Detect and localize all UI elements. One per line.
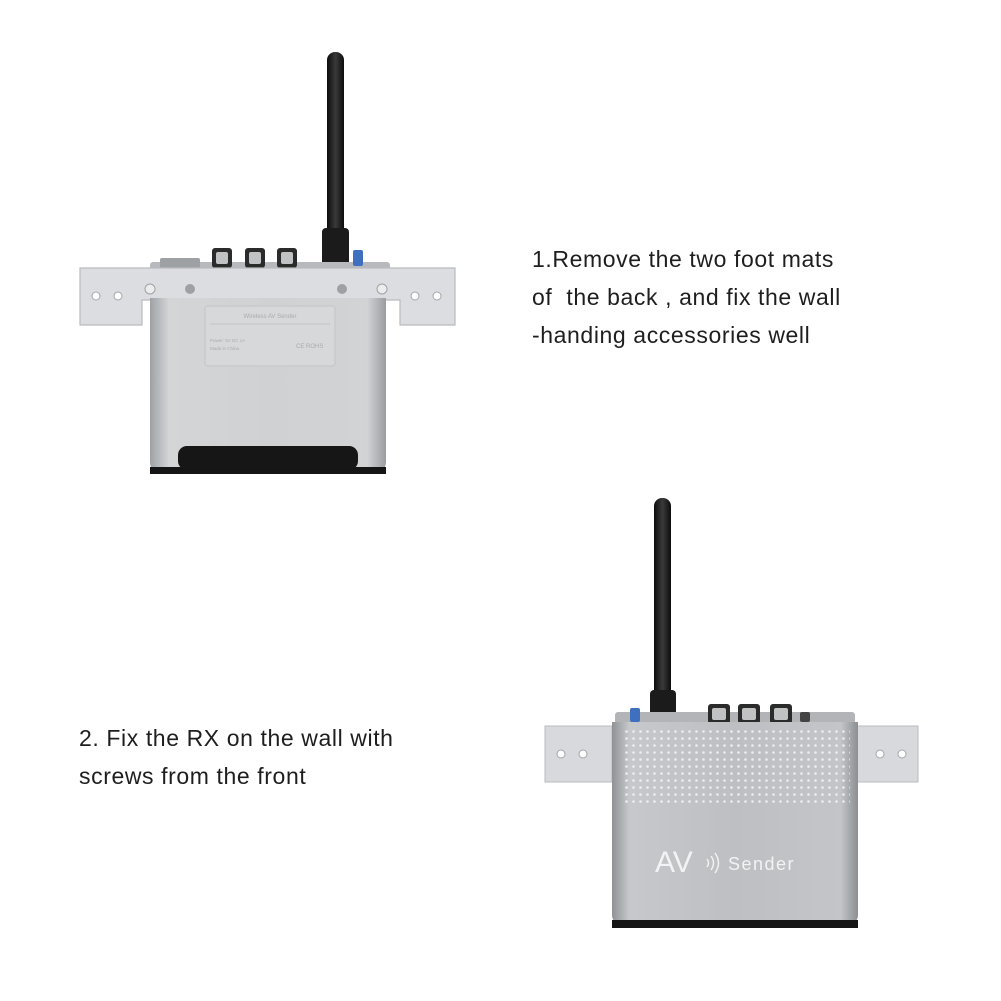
rca-connectors — [615, 704, 855, 724]
brand-av: AV — [655, 846, 693, 879]
label-marks: CE ROHS — [296, 344, 323, 350]
wall-bracket — [79, 267, 456, 326]
front-view-device-illustration: AV Sender — [544, 498, 919, 928]
label-title: Wireless AV Sender — [244, 314, 297, 320]
step-2-line-2: screws from the front — [79, 763, 307, 789]
step-1-instruction: 1.Remove the two foot mats of the back ,… — [532, 240, 841, 354]
antenna — [322, 52, 349, 270]
step-1-line-1: 1.Remove the two foot mats — [532, 246, 834, 272]
step-1-line-3: -handing accessories well — [532, 322, 811, 348]
step-1-line-2: of the back , and fix the wall — [532, 284, 841, 310]
speaker-grille — [622, 726, 850, 804]
step-2-instruction: 2. Fix the RX on the wall with screws fr… — [79, 719, 394, 795]
device-body-front: AV Sender — [612, 722, 858, 928]
wireless-signal-icon — [706, 852, 720, 874]
product-label: Wireless AV Sender Power: 5V DC 1A Made … — [204, 305, 336, 367]
brand-sender: Sender — [728, 854, 795, 874]
label-power: Power: 5V DC 1A — [210, 338, 245, 343]
label-origin: Made in China — [210, 346, 240, 351]
wall-bracket — [544, 725, 919, 783]
antenna — [650, 498, 676, 720]
step-2-line-1: 2. Fix the RX on the wall with — [79, 725, 394, 751]
